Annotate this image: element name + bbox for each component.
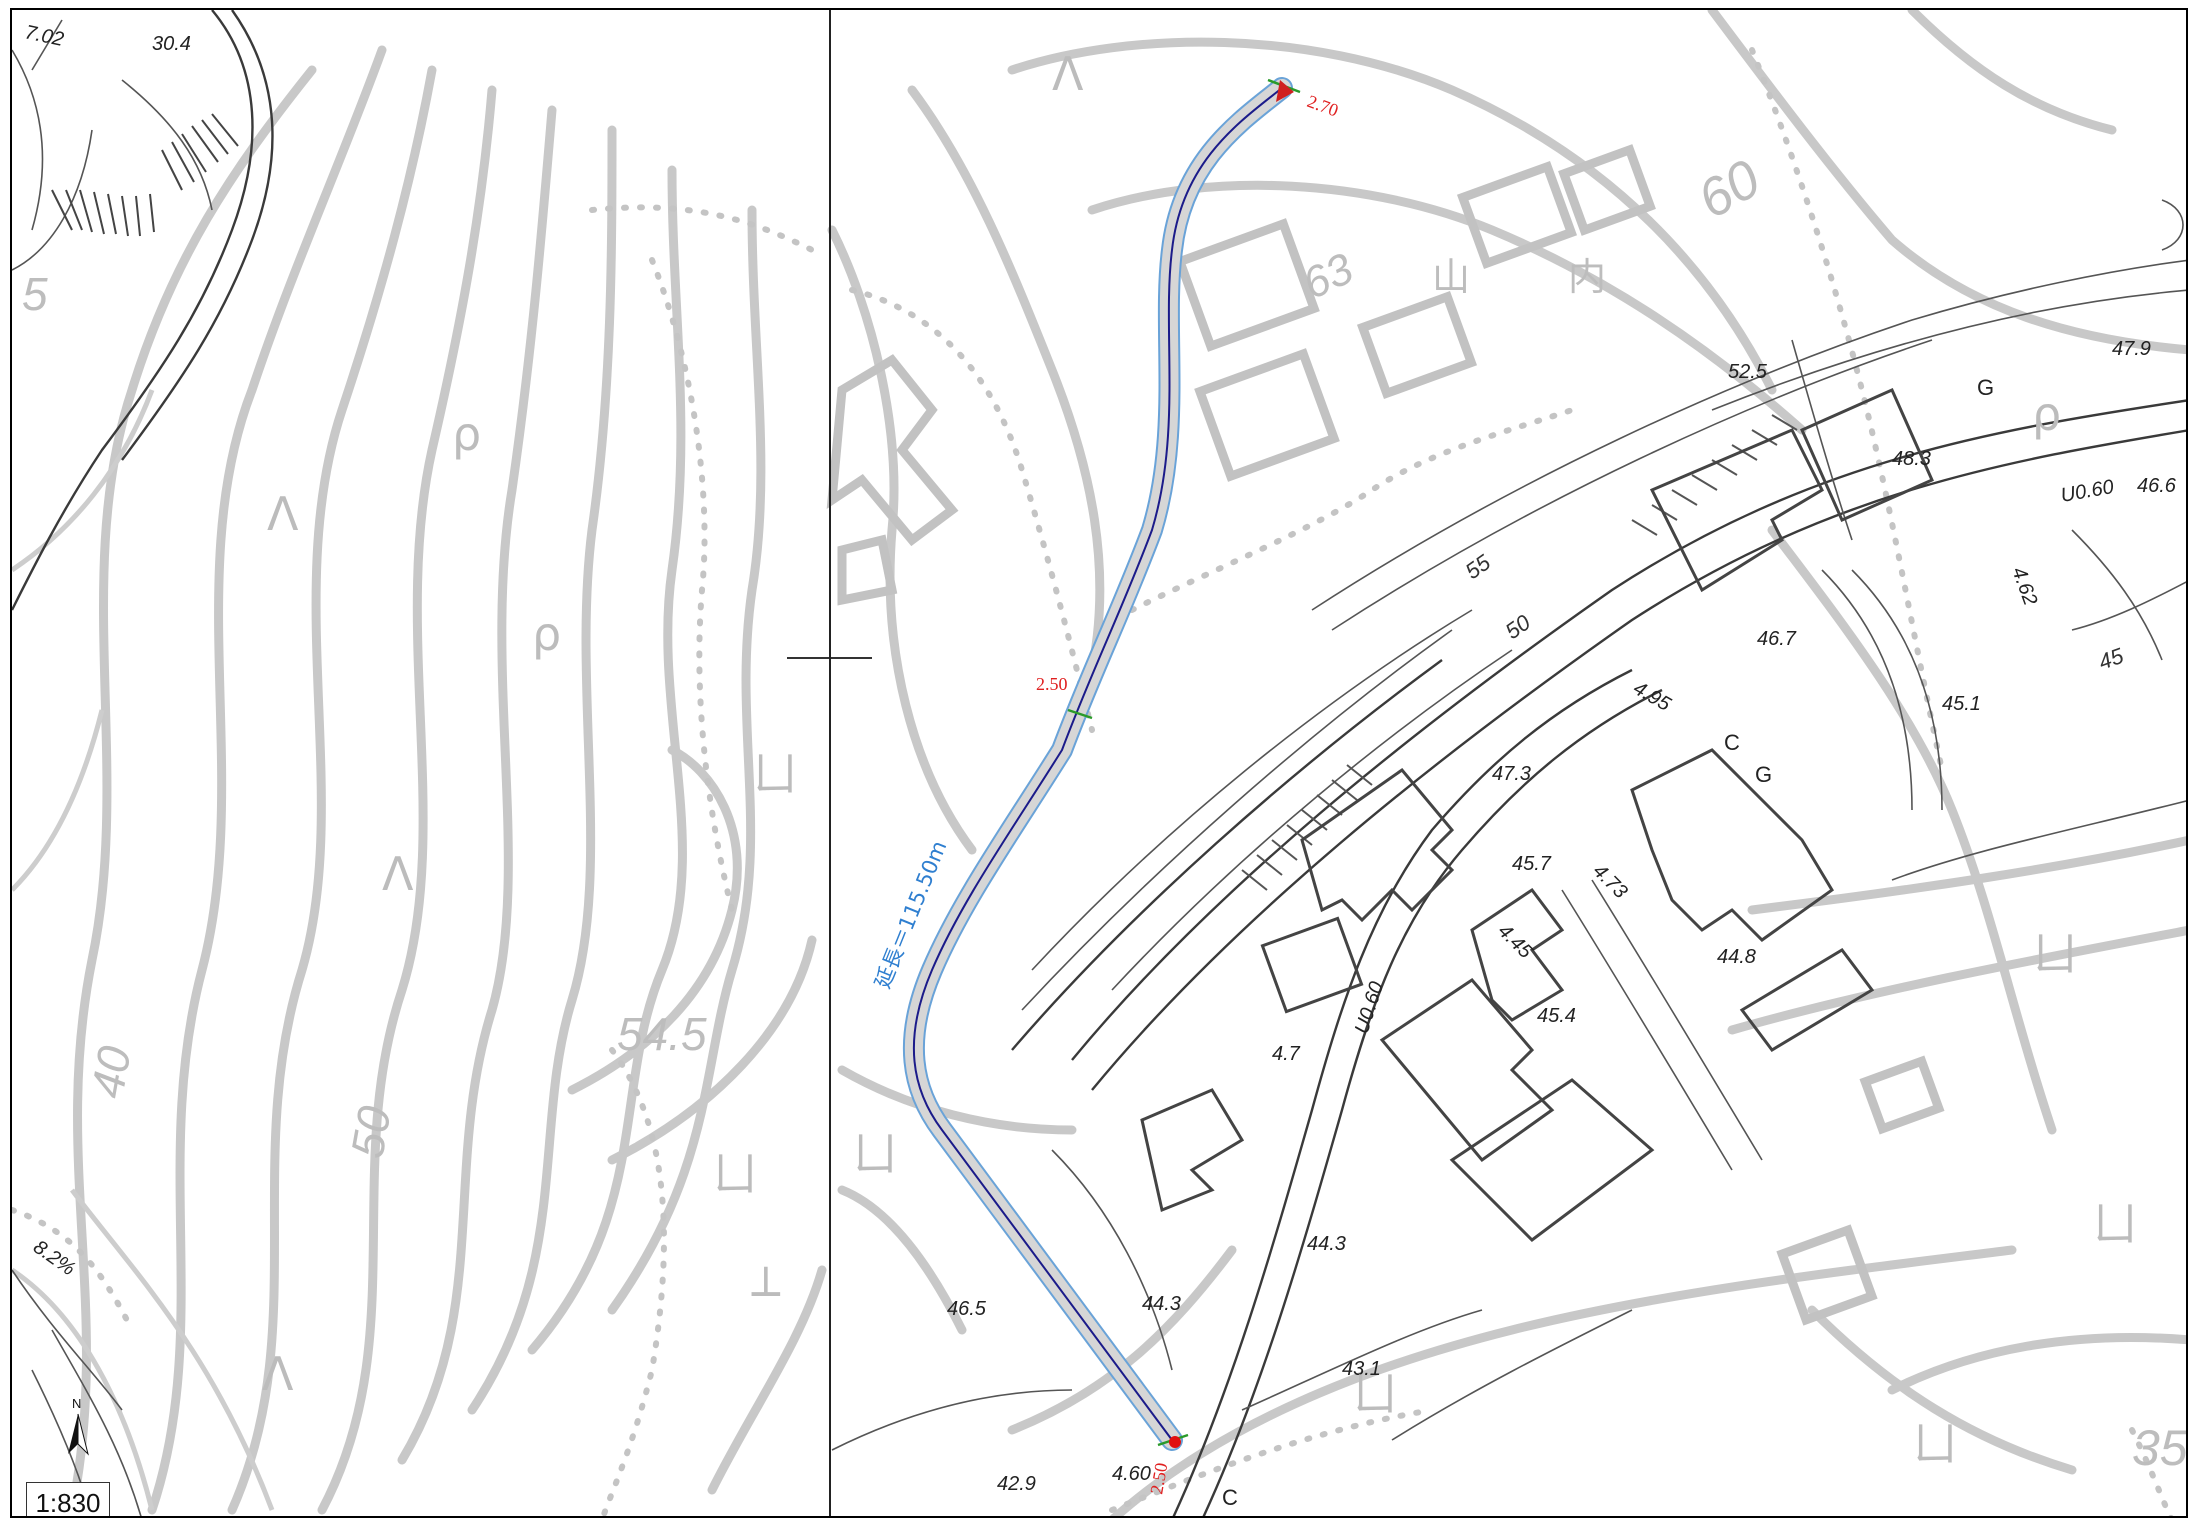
scale-indicator: 1:830	[26, 1482, 110, 1516]
contour-label: 63	[1296, 244, 1362, 309]
buildings-dark	[1140, 388, 1934, 1242]
elevation-label: 46.7	[1757, 628, 1797, 650]
contour-label: 60	[1688, 148, 1770, 230]
contour-label: 50	[1501, 609, 1536, 644]
width-label-middle: 2.50	[1036, 674, 1068, 694]
elevation-label: 4.60	[1112, 1463, 1151, 1485]
width-label-south: 2.50	[1146, 1461, 1171, 1495]
left-dark-features	[12, 10, 274, 1516]
symbol-c: C	[1222, 1485, 1238, 1510]
symbol-g: G	[1755, 762, 1772, 787]
elevation-label: 4.45	[1493, 920, 1537, 964]
svg-text:ρ: ρ	[532, 607, 561, 661]
topographic-map: Λ Λ ㄩ ㄩ Λ ρ ρ ┴	[12, 10, 2188, 1516]
svg-text:ㄩ: ㄩ	[752, 747, 798, 801]
contour-lines-left	[12, 45, 827, 1515]
contour-label: 54.5	[617, 1008, 707, 1060]
dotted-lines-left	[12, 204, 815, 1516]
elevation-label: 47.9	[2112, 338, 2151, 360]
contour-label: 50	[341, 1102, 401, 1162]
dotted-lines-right	[849, 47, 2174, 1516]
route-end-arrow	[1276, 80, 1294, 102]
svg-text:Λ: Λ	[267, 487, 299, 541]
elevation-label: 4.62	[2007, 564, 2041, 608]
svg-text:Λ: Λ	[382, 847, 414, 901]
north-label: N	[72, 1396, 81, 1411]
svg-text:ㄩ: ㄩ	[1912, 1417, 1958, 1471]
map-symbols-right: Λ ρ ㄩ ㄩ ㄩ ㄩ ㄩ	[852, 47, 2138, 1471]
elevation-label: 45.1	[1942, 693, 1981, 715]
road-label: U0.60	[2059, 476, 2115, 507]
symbol-c: C	[1724, 730, 1740, 755]
svg-text:ㄩ: ㄩ	[712, 1147, 758, 1201]
map-symbols-left: Λ Λ ㄩ ㄩ Λ ρ ρ ┴	[262, 407, 798, 1401]
elevation-label: 48.3	[1892, 448, 1931, 470]
contour-label: 40	[81, 1042, 141, 1102]
contour-label: 55	[1461, 549, 1496, 584]
contour-label: 45	[2095, 643, 2127, 675]
width-label-north: 2.70	[1305, 91, 1341, 121]
elevation-label: 4.7	[1272, 1043, 1301, 1065]
svg-text:ㄩ: ㄩ	[2032, 927, 2078, 981]
contour-label: 35	[2132, 1420, 2188, 1476]
elevation-label: 44.8	[1717, 946, 1756, 968]
svg-text:Λ: Λ	[262, 1347, 294, 1401]
feature-symbols: G G C C C	[1119, 375, 1994, 1510]
svg-text:ρ: ρ	[452, 407, 481, 461]
svg-text:ㄩ: ㄩ	[852, 1127, 898, 1181]
elevation-label: 30.4	[152, 33, 191, 55]
elevation-label: 4.95	[1630, 677, 1675, 716]
elevation-label: 44.3	[1307, 1233, 1346, 1255]
elevation-label: 43.1	[1342, 1358, 1381, 1380]
sheet-divider	[829, 10, 831, 1516]
width-marker-middle	[1067, 708, 1093, 720]
planned-route	[902, 77, 1301, 1451]
place-name: 山 内	[1432, 255, 1636, 299]
contour-label: 5	[22, 268, 48, 320]
elevation-label: 44.3	[1142, 1293, 1181, 1315]
svg-text:ㄩ: ㄩ	[1352, 1367, 1398, 1421]
elevation-label: 47.3	[1492, 763, 1531, 785]
svg-text:ㄩ: ㄩ	[2092, 1197, 2138, 1251]
elevation-label: 45.4	[1537, 1005, 1576, 1027]
elevation-label: 46.5	[947, 1298, 987, 1320]
elevation-label: 46.6	[2137, 475, 2177, 497]
elevation-label: 42.9	[997, 1473, 1036, 1495]
svg-text:┴: ┴	[751, 1266, 781, 1321]
map-canvas[interactable]: Λ Λ ㄩ ㄩ Λ ρ ρ ┴	[10, 8, 2188, 1518]
slope-hatching-left	[51, 113, 239, 237]
north-arrow-icon: N	[68, 1396, 89, 1456]
symbol-g: G	[1977, 375, 1994, 400]
elevation-label: 45.7	[1512, 853, 1552, 875]
elevation-label: 52.5	[1728, 361, 1768, 383]
route-start-point	[1169, 1436, 1181, 1448]
elevation-label: 4.73	[1588, 860, 1631, 903]
gray-buildings	[826, 144, 1945, 1326]
svg-text:ρ: ρ	[2032, 387, 2061, 441]
svg-text:Λ: Λ	[1052, 47, 1084, 101]
slope-hatching-right	[1241, 414, 1798, 891]
